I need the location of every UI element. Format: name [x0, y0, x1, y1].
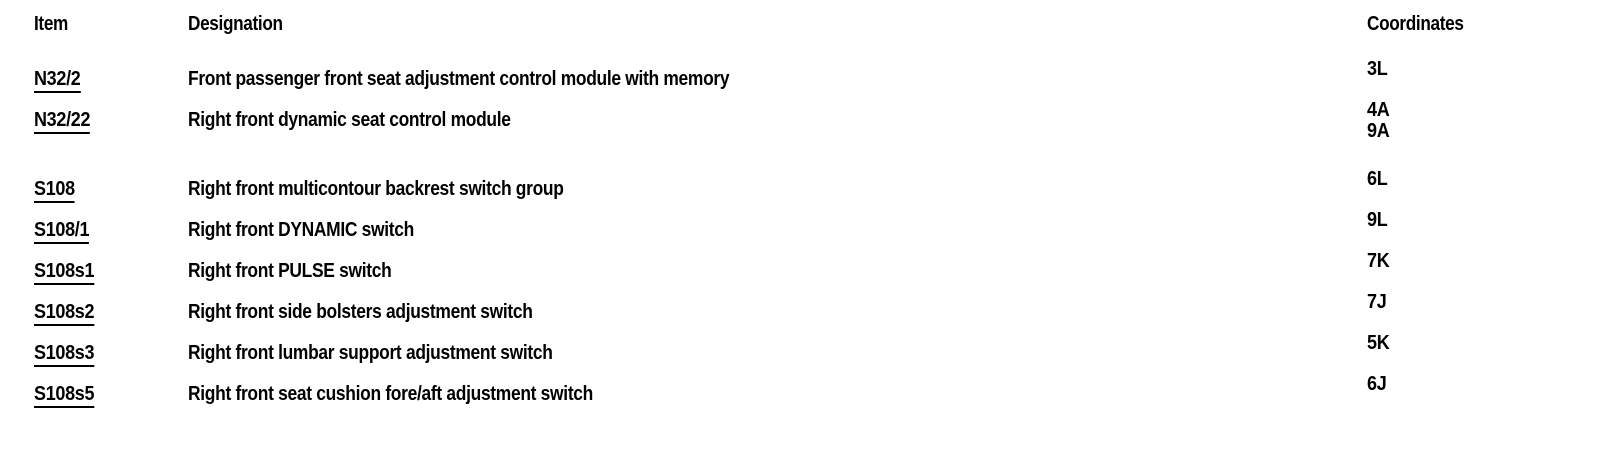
table-cell-designation: Front passenger front seat adjustment co…	[154, 49, 1333, 90]
coordinate-value: 7K	[1367, 250, 1390, 272]
column-header-item: Item	[0, 0, 154, 49]
table-cell-coordinates: 6J	[1333, 364, 1600, 405]
coordinate-stack: 7J	[1367, 292, 1577, 313]
coordinate-stack: 6L	[1367, 169, 1577, 190]
item-code-link[interactable]: S108s1	[34, 261, 94, 285]
table-header-row: Item Designation Coordinates	[0, 0, 1600, 49]
designation-text: Right front dynamic seat control module	[188, 109, 511, 131]
table-cell-coordinates: 7K	[1333, 241, 1600, 282]
coordinate-value: 7J	[1367, 291, 1387, 313]
designation-text: Right front lumbar support adjustment sw…	[188, 342, 553, 364]
coordinate-stack: 6J	[1367, 374, 1577, 395]
table-cell-coordinates: 5K	[1333, 323, 1600, 364]
table-cell-item: N32/2	[0, 49, 154, 93]
table-cell-coordinates: 3L	[1333, 49, 1600, 90]
table-cell-item: N32/22	[0, 90, 154, 159]
item-code-link[interactable]: S108/1	[34, 220, 89, 244]
item-code-link[interactable]: N32/22	[34, 110, 90, 134]
table-cell-designation: Right front multicontour backrest switch…	[154, 159, 1333, 200]
table-cell-designation: Right front lumbar support adjustment sw…	[154, 323, 1333, 364]
designation-text: Right front side bolsters adjustment swi…	[188, 301, 533, 323]
coordinate-stack: 7K	[1367, 251, 1577, 272]
item-code-link[interactable]: S108s2	[34, 302, 94, 326]
designation-text: Front passenger front seat adjustment co…	[188, 68, 730, 90]
table-row: S108/1 Right front DYNAMIC switch 9L	[0, 200, 1600, 244]
table-row: S108s2 Right front side bolsters adjustme…	[0, 282, 1600, 326]
table-row: S108 Right front multicontour backrest sw…	[0, 159, 1600, 203]
table-cell-designation: Right front dynamic seat control module	[154, 90, 1333, 159]
table-cell-item: S108s2	[0, 282, 154, 326]
table-cell-item: S108	[0, 159, 154, 203]
column-header-item-label: Item	[34, 13, 68, 35]
designation-text: Right front PULSE switch	[188, 260, 392, 282]
coordinate-value: 5K	[1367, 332, 1390, 354]
table-row: N32/2 Front passenger front seat adjustme…	[0, 49, 1600, 93]
table-row: S108s5 Right front seat cushion fore/aft …	[0, 364, 1600, 408]
table-row: S108s1 Right front PULSE switch 7K	[0, 241, 1600, 285]
designation-text: Right front DYNAMIC switch	[188, 219, 415, 241]
table-cell-designation: Right front seat cushion fore/aft adjust…	[154, 364, 1333, 405]
coordinate-stack: 5K	[1367, 333, 1577, 354]
designation-text: Right front seat cushion fore/aft adjust…	[188, 383, 594, 405]
table-cell-item: S108s1	[0, 241, 154, 285]
coordinate-value: 9L	[1367, 209, 1388, 231]
table-cell-coordinates: 7J	[1333, 282, 1600, 323]
table-cell-item: S108s3	[0, 323, 154, 367]
table-cell-item: S108/1	[0, 200, 154, 244]
coordinate-value: 6J	[1367, 373, 1387, 395]
table-cell-designation: Right front DYNAMIC switch	[154, 200, 1333, 241]
column-header-coordinates: Coordinates	[1333, 0, 1600, 49]
table-header: Item Designation Coordinates	[0, 0, 1600, 49]
table-body: N32/2 Front passenger front seat adjustme…	[0, 49, 1600, 408]
column-header-coordinates-label: Coordinates	[1367, 13, 1464, 35]
table-cell-item: S108s5	[0, 364, 154, 408]
table-cell-designation: Right front PULSE switch	[154, 241, 1333, 282]
coordinate-value: 6L	[1367, 168, 1388, 190]
column-header-designation: Designation	[154, 0, 1333, 49]
coordinate-value: 3L	[1367, 58, 1388, 80]
coordinate-value: 9A	[1367, 119, 1390, 142]
item-code-link[interactable]: S108s3	[34, 343, 94, 367]
table-cell-coordinates: 6L	[1333, 159, 1600, 200]
component-legend-table: Item Designation Coordinates N32/2 Front …	[0, 0, 1600, 408]
designation-text: Right front multicontour backrest switch…	[188, 178, 564, 200]
coordinate-stack: 9L	[1367, 210, 1577, 231]
table-cell-coordinates: 9L	[1333, 200, 1600, 241]
item-code-link[interactable]: N32/2	[34, 69, 81, 93]
table-cell-designation: Right front side bolsters adjustment swi…	[154, 282, 1333, 323]
item-code-link[interactable]: S108s5	[34, 384, 94, 408]
coordinate-stack: 3L	[1367, 59, 1577, 80]
table-row: N32/22 Right front dynamic seat control m…	[0, 90, 1600, 159]
column-header-designation-label: Designation	[188, 13, 283, 35]
coordinate-value: 4A	[1367, 99, 1390, 121]
table-row: S108s3 Right front lumbar support adjustm…	[0, 323, 1600, 367]
item-code-link[interactable]: S108	[34, 179, 75, 203]
